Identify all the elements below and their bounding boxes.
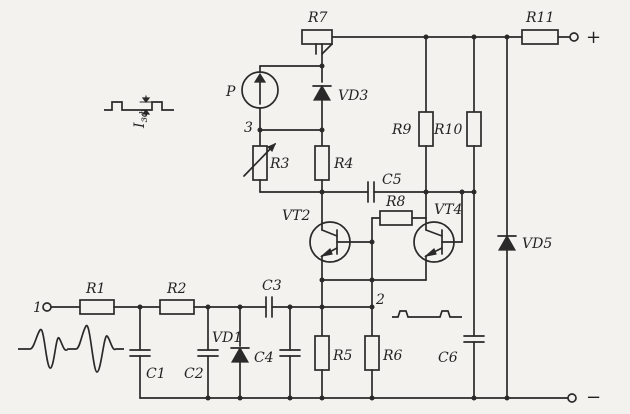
meter-p: P — [225, 71, 279, 109]
label-r10: R10 — [433, 122, 462, 138]
label-minus: − — [586, 387, 601, 408]
input-section: 1 R1 R2 — [33, 281, 267, 316]
label-node1: 1 — [33, 300, 42, 316]
terminal-plus — [569, 32, 579, 42]
label-r5: R5 — [332, 348, 353, 364]
label-c6: C6 — [438, 350, 458, 366]
input-waveform — [18, 325, 124, 373]
label-c2: C2 — [184, 366, 204, 382]
capacitor-c6: C6 — [438, 335, 485, 399]
pulse-current-legend: Iзф — [104, 95, 174, 129]
resistor-r9: R9 — [391, 34, 434, 219]
label-plus: + — [586, 27, 601, 48]
label-r9: R9 — [391, 122, 412, 138]
transistor-vt4: VT4 — [413, 189, 465, 281]
label-r7: R7 — [307, 10, 328, 26]
label-meter: P — [225, 84, 236, 100]
label-c3: C3 — [262, 278, 282, 294]
resistor-r4: R4 — [314, 145, 353, 223]
label-c4: C4 — [254, 350, 274, 366]
label-r6: R6 — [382, 348, 403, 364]
capacitor-c2: C2 — [184, 306, 219, 399]
diode-vd1: VD1 — [212, 306, 250, 399]
label-r2: R2 — [166, 281, 187, 297]
resistor-r11 — [521, 29, 559, 45]
capacitor-c3: C3 — [262, 278, 373, 318]
potentiometer-r7: R7 — [301, 10, 333, 55]
capacitor-c4: C4 — [254, 304, 301, 399]
resistor-r8: R8 — [371, 194, 427, 226]
label-r4: R4 — [333, 156, 353, 172]
label-node3: 3 — [244, 120, 253, 136]
label-vd5: VD5 — [522, 236, 552, 252]
label-r3: R3 — [269, 156, 290, 172]
label-vd3: VD3 — [338, 88, 368, 104]
diode-vd5: VD5 — [497, 34, 552, 399]
resistor-r10: R10 — [433, 34, 482, 337]
terminal-node1 — [42, 302, 52, 312]
label-c5: C5 — [382, 172, 402, 188]
label-r1: R1 — [85, 281, 105, 297]
capacitor-c1: C1 — [129, 306, 166, 399]
resistor-r1 — [79, 299, 115, 315]
terminal-minus — [567, 393, 577, 403]
diode-vd3: VD3 — [312, 84, 368, 147]
resistor-r3: R3 — [243, 129, 323, 193]
top-rail: R11 + — [331, 10, 601, 48]
output-pulses — [392, 310, 462, 318]
label-vd1: VD1 — [212, 330, 242, 346]
label-vt4: VT4 — [434, 202, 462, 218]
resistor-r6: R6 2 — [364, 217, 403, 399]
resistor-r2 — [159, 299, 195, 315]
label-r11: R11 — [525, 10, 554, 26]
label-node2: 2 — [375, 292, 385, 308]
label-vt2: VT2 — [282, 208, 310, 224]
transistor-vt2: VT2 — [282, 208, 373, 281]
ground-rail: − — [139, 387, 601, 408]
label-r8: R8 — [385, 194, 406, 210]
resistor-r5: R5 — [314, 279, 353, 399]
label-c1: C1 — [146, 366, 166, 382]
label-pulse-current: Iзф — [132, 109, 150, 129]
